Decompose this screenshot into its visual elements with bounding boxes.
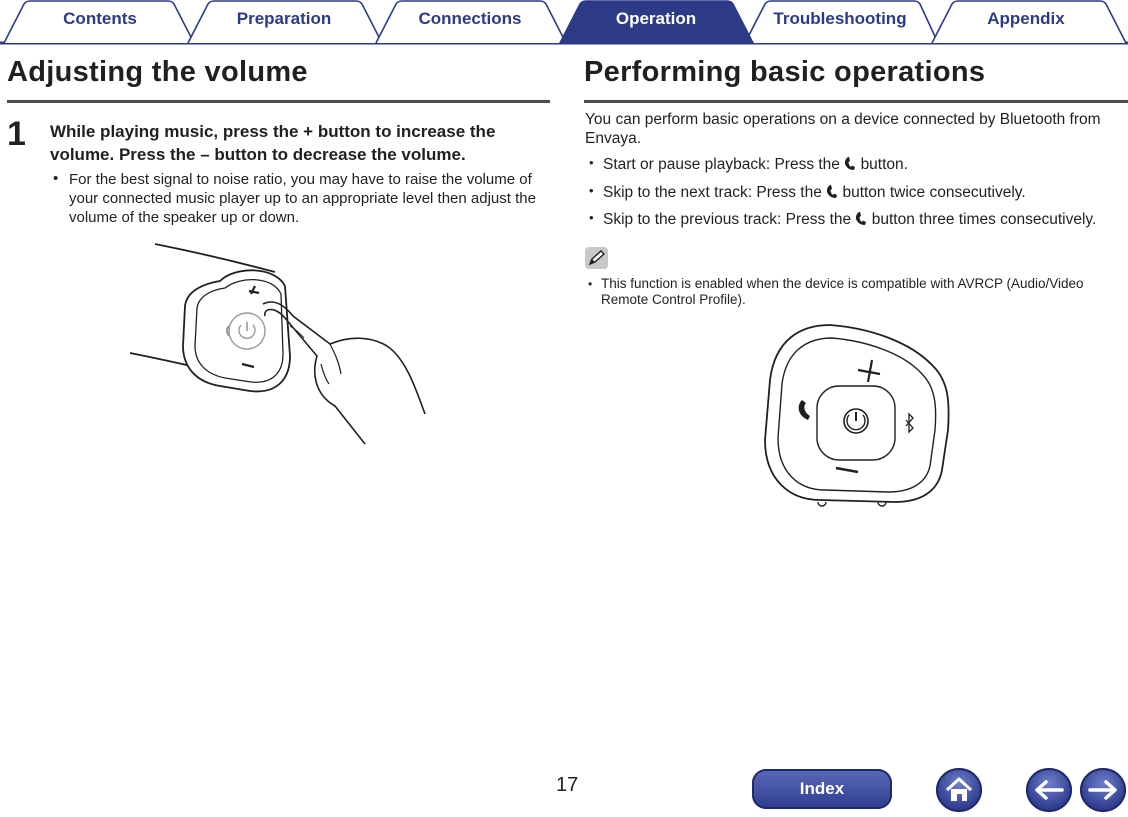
tab-operation[interactable]: Operation — [576, 0, 736, 42]
avrcp-note: This function is enabled when the device… — [601, 276, 1084, 307]
control-panel-illustration — [764, 324, 950, 507]
op-next-track-text: Skip to the next track: Press the — [603, 184, 822, 201]
tab-contents[interactable]: Contents — [20, 0, 180, 42]
back-button[interactable] — [1026, 768, 1072, 812]
op-next-track-suffix: button twice consecutively. — [842, 184, 1026, 201]
op-play-pause-suffix: button. — [860, 156, 908, 173]
op-bullet: • — [589, 210, 594, 225]
section-heading-basic-operations: Performing basic operations — [584, 56, 986, 88]
op-bullet: • — [589, 155, 594, 170]
tab-connections[interactable]: Connections — [390, 0, 550, 42]
tab-appendix[interactable]: Appendix — [946, 0, 1106, 42]
tab-operation-label: Operation — [615, 9, 697, 28]
volume-tip: For the best signal to noise ratio, you … — [69, 171, 536, 226]
intro-text: You can perform basic operations on a de… — [585, 111, 1101, 147]
op-bullet: • — [589, 183, 594, 198]
tab-troubleshooting-label: Troubleshooting — [773, 9, 907, 28]
forward-button[interactable] — [1080, 768, 1126, 812]
home-icon — [945, 777, 973, 801]
home-button[interactable] — [936, 768, 982, 812]
step-instruction: While playing music, press the + button … — [50, 122, 496, 164]
op-previous-track-text: Skip to the previous track: Press the — [603, 211, 852, 228]
phone-icon — [845, 157, 856, 170]
note-pencil-icon — [585, 247, 608, 269]
tab-troubleshooting[interactable]: Troubleshooting — [760, 0, 920, 42]
op-previous-track-suffix: button three times consecutively. — [871, 211, 1097, 228]
step-number: 1 — [7, 115, 26, 153]
op-play-pause-text: Start or pause playback: Press the — [603, 156, 840, 173]
page-number: 17 — [556, 774, 579, 796]
heading-rule-left — [7, 100, 550, 103]
phone-icon — [856, 212, 867, 225]
heading-rule-right — [584, 100, 1128, 103]
tab-preparation[interactable]: Preparation — [204, 0, 364, 42]
volume-illustration — [129, 243, 426, 445]
section-heading-volume: Adjusting the volume — [7, 56, 308, 88]
tab-preparation-label: Preparation — [236, 9, 332, 28]
arrow-left-icon — [1035, 780, 1064, 800]
tab-contents-label: Contents — [63, 9, 137, 28]
note-bullet: • — [588, 277, 593, 291]
tab-bar: Contents Preparation Connections Operati… — [0, 0, 1128, 46]
tab-shapes — [0, 0, 1128, 45]
tab-appendix-label: Appendix — [987, 9, 1065, 28]
op-next-track: Skip to the next track: Press the button… — [603, 184, 1026, 202]
op-play-pause: Start or pause playback: Press the butto… — [603, 156, 908, 174]
bullet-dot: • — [53, 170, 59, 187]
op-previous-track: Skip to the previous track: Press the bu… — [603, 211, 1096, 229]
arrow-right-icon — [1088, 780, 1117, 800]
tab-connections-label: Connections — [418, 9, 522, 28]
index-button[interactable]: Index — [752, 769, 892, 809]
phone-icon — [827, 185, 838, 198]
